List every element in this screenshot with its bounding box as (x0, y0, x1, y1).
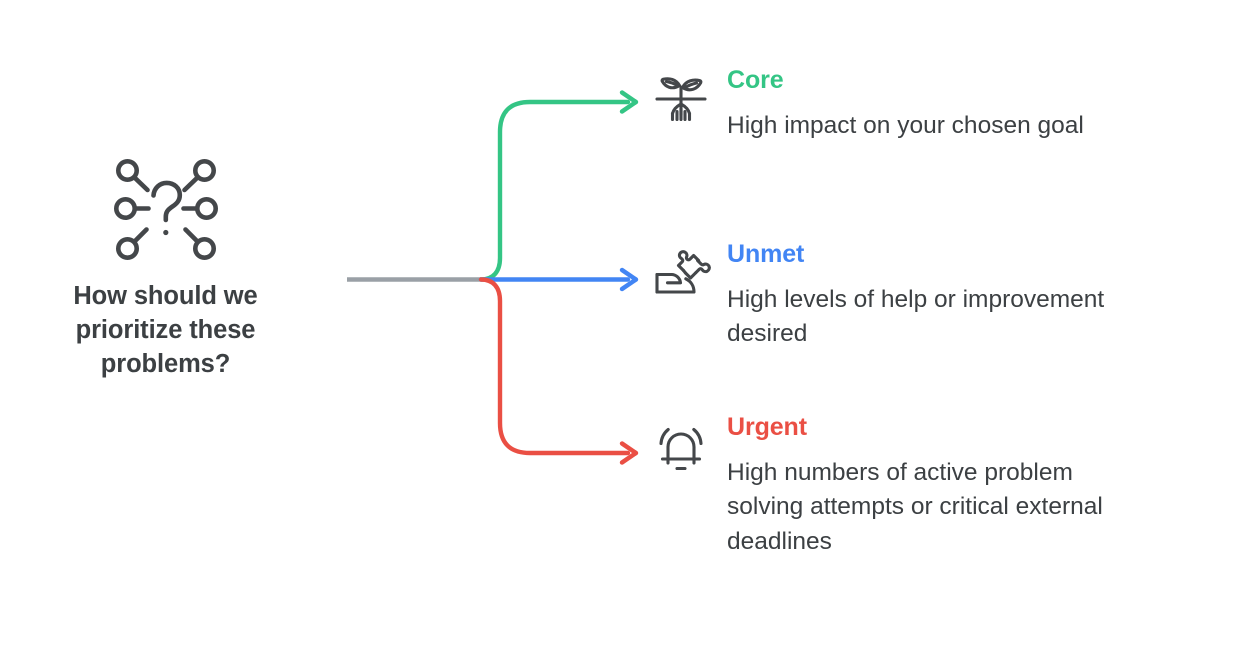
branch-core-heading: Core (727, 66, 784, 94)
branch-unmet-description: High levels of help or improvement desir… (727, 285, 1105, 348)
hand-puzzle-piece-icon (648, 240, 714, 306)
branch-urgent-heading: Urgent (727, 413, 807, 441)
branch-core: Core High impact on your chosen goal (648, 66, 1084, 143)
branch-core-description: High impact on your chosen goal (727, 111, 1084, 139)
branch-line-core (478, 99, 631, 282)
root-node: How should we prioritize these problems? (38, 150, 293, 382)
question-network-icon (38, 150, 293, 268)
branch-line-urgent (478, 277, 631, 456)
branch-urgent-text: Urgent High numbers of active problem so… (727, 413, 1127, 560)
branch-arrow-urgent (619, 441, 639, 465)
branch-unmet-heading: Unmet (727, 240, 805, 268)
ringing-bell-icon (648, 413, 714, 479)
branch-urgent-description: High numbers of active problem solving a… (727, 458, 1103, 556)
page-title: How should we prioritize these problems? (73, 282, 258, 378)
branch-unmet: Unmet High levels of help or improvement… (648, 240, 1147, 352)
branch-core-text: Core High impact on your chosen goal (727, 66, 1084, 143)
branch-arrow-core (619, 90, 639, 114)
branch-urgent: Urgent High numbers of active problem so… (648, 413, 1127, 560)
seedling-roots-icon (648, 66, 714, 132)
branch-unmet-text: Unmet High levels of help or improvement… (727, 240, 1147, 352)
branch-arrow-unmet (619, 267, 639, 292)
